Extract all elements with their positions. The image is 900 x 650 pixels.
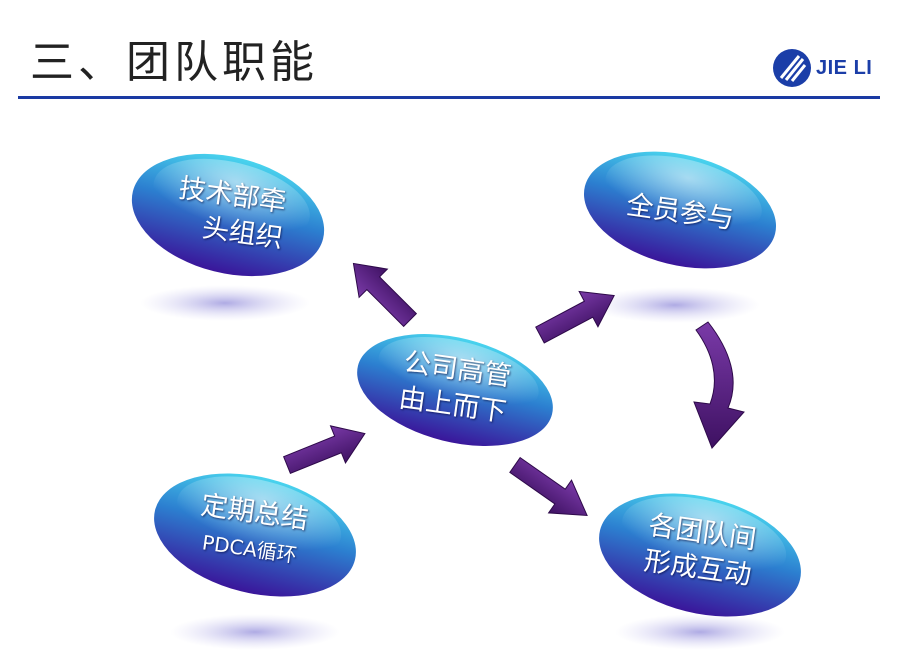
node-bottom-left xyxy=(154,473,356,597)
arrow-to-bottom-right xyxy=(509,456,588,517)
arrow-to-top-left xyxy=(352,262,418,328)
arrow-top-right-to-bottom-right xyxy=(693,321,745,449)
company-logo: JIE LI xyxy=(772,45,872,91)
title-divider xyxy=(18,96,880,99)
node-top-left xyxy=(131,153,325,277)
arrow-from-bottom-left xyxy=(282,425,366,474)
node-shadow xyxy=(615,614,785,650)
arrow-to-top-right xyxy=(535,290,615,344)
node-shadow xyxy=(140,285,310,321)
page-title: 三、团队职能 xyxy=(30,37,318,88)
node-bottom-right xyxy=(599,493,801,617)
node-center xyxy=(357,334,553,446)
node-shadow xyxy=(590,287,760,323)
node-top-right xyxy=(583,151,777,269)
logo-text: JIE LI xyxy=(816,56,873,79)
node-shadow xyxy=(170,614,340,650)
logo-mark-icon xyxy=(773,49,811,87)
